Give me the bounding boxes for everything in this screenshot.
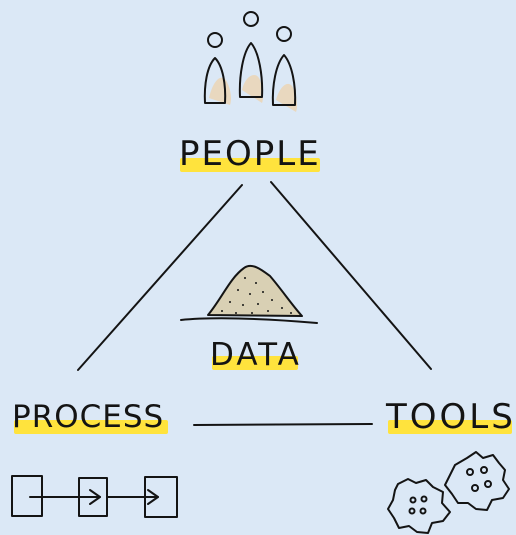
process-label: PROCESS bbox=[12, 399, 165, 435]
people-highlight bbox=[180, 158, 320, 172]
tools-highlight bbox=[388, 420, 512, 434]
tools-label: TOOLS bbox=[386, 397, 516, 437]
line-people-process bbox=[77, 184, 243, 371]
process-highlight bbox=[14, 420, 168, 434]
data-highlight bbox=[212, 356, 298, 370]
gears-icon bbox=[387, 451, 510, 534]
line-people-tools bbox=[270, 181, 432, 370]
data-pile-icon bbox=[180, 264, 318, 324]
line-process-tools bbox=[193, 423, 373, 426]
people-group-icon bbox=[203, 11, 298, 112]
process-boxes-icon bbox=[11, 475, 178, 518]
people-label: PEOPLE bbox=[179, 134, 321, 174]
data-label: DATA bbox=[210, 337, 302, 373]
